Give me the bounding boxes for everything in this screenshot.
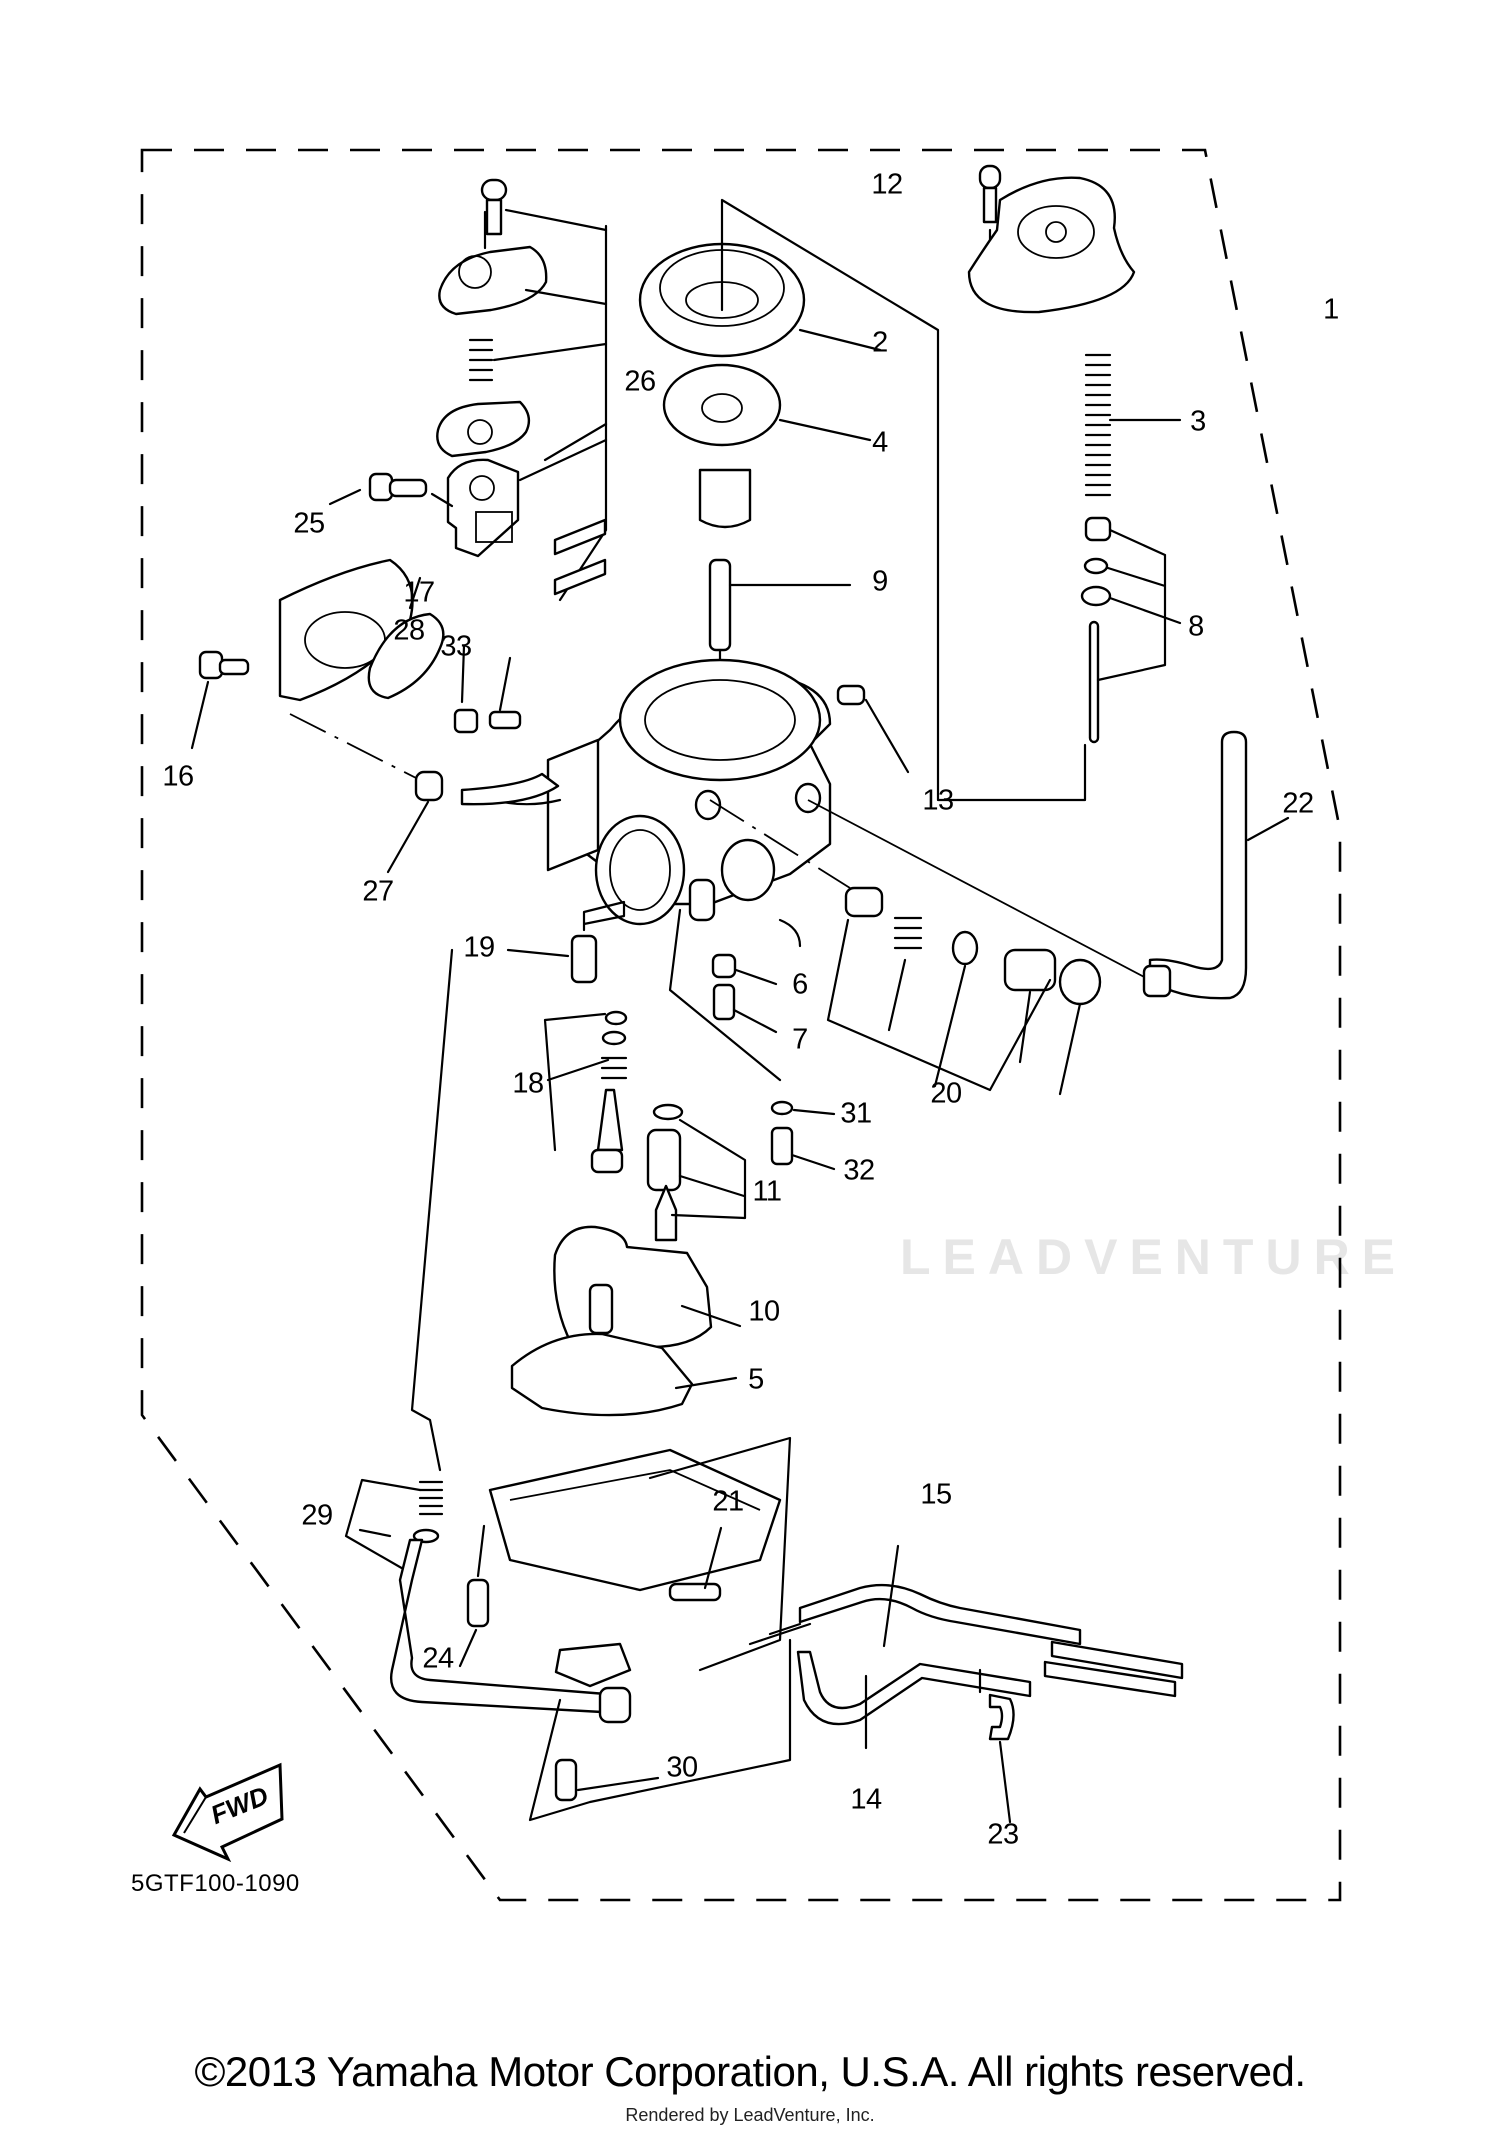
- callout-25[interactable]: 25: [293, 507, 325, 540]
- callout-20[interactable]: 20: [930, 1077, 962, 1110]
- callout-22[interactable]: 22: [1282, 787, 1314, 820]
- callout-28[interactable]: 28: [393, 614, 425, 647]
- drain-tube: [389, 1538, 632, 1724]
- callout-10[interactable]: 10: [748, 1295, 780, 1328]
- callout-18[interactable]: 18: [512, 1067, 544, 1100]
- callout-9[interactable]: 9: [872, 565, 888, 598]
- screw-33: [488, 710, 522, 730]
- washer-31: [770, 1100, 794, 1116]
- callout-15[interactable]: 15: [920, 1478, 952, 1511]
- clip-23: [988, 1693, 1015, 1741]
- jet-6: [711, 953, 737, 979]
- callout-12[interactable]: 12: [871, 168, 903, 201]
- callout-5[interactable]: 5: [748, 1363, 764, 1396]
- screw-32: [770, 1126, 794, 1166]
- callout-23[interactable]: 23: [987, 1818, 1019, 1851]
- callout-32[interactable]: 32: [843, 1154, 875, 1187]
- callout-21[interactable]: 21: [712, 1485, 744, 1518]
- callout-24[interactable]: 24: [422, 1642, 454, 1675]
- callout-3[interactable]: 3: [1190, 405, 1206, 438]
- callout-8[interactable]: 8: [1188, 610, 1204, 643]
- jet-19: [570, 934, 598, 984]
- hose-fitting: [460, 772, 560, 806]
- hose-15: [798, 1583, 1184, 1680]
- callout-26[interactable]: 26: [624, 365, 656, 398]
- bolt-24: [466, 1578, 490, 1628]
- callout-17[interactable]: 17: [403, 576, 435, 609]
- needle-group-8: [1080, 516, 1112, 744]
- screw-12: [978, 164, 1002, 224]
- callout-31[interactable]: 31: [840, 1097, 872, 1130]
- carburetor-body: [478, 658, 832, 948]
- gasket-5: [510, 1332, 694, 1417]
- callout-1[interactable]: 1: [1323, 293, 1339, 326]
- pilot-jet-group-18: [590, 1010, 628, 1174]
- callout-14[interactable]: 14: [850, 1783, 882, 1816]
- hose-14: [796, 1650, 1177, 1726]
- o-ring-17: [367, 612, 445, 700]
- callout-11[interactable]: 11: [752, 1175, 782, 1208]
- air-screw-group: [844, 886, 1102, 1006]
- callout-6[interactable]: 6: [792, 968, 808, 1001]
- bolt-25: [368, 472, 428, 502]
- assembly-boundary: [140, 148, 1342, 1902]
- callout-2[interactable]: 2: [872, 326, 888, 359]
- watermark: LEADVENTURE: [900, 1229, 1408, 1285]
- forward-arrow-icon: [171, 1762, 284, 1863]
- plate-26: [436, 400, 531, 458]
- screw-top-left: [480, 178, 508, 236]
- nut-27: [414, 770, 444, 802]
- piston-4: [662, 363, 782, 529]
- callout-29[interactable]: 29: [301, 1499, 333, 1532]
- needle-jet-9: [708, 558, 732, 652]
- cap-top-left: [438, 245, 548, 316]
- spring-29: [412, 1480, 444, 1544]
- screw-13: [836, 684, 866, 706]
- callout-19[interactable]: 19: [463, 931, 495, 964]
- bolt-30: [554, 1758, 578, 1802]
- callout-13[interactable]: 13: [922, 784, 954, 817]
- float-bowl: [488, 1448, 782, 1592]
- pin-28: [453, 708, 479, 734]
- spring-3: [1084, 353, 1112, 497]
- callout-7[interactable]: 7: [792, 1023, 808, 1056]
- callout-16[interactable]: 16: [162, 760, 194, 793]
- callout-30[interactable]: 30: [666, 1751, 698, 1784]
- rendered-by-notice: Rendered by LeadVenture, Inc.: [625, 2105, 875, 2125]
- callout-33[interactable]: 33: [440, 630, 472, 663]
- bolt-16: [198, 650, 250, 680]
- diagram-code: 5GTF100-1090: [131, 1870, 300, 1897]
- jet-7: [712, 983, 736, 1021]
- tube-22: [1142, 730, 1248, 1000]
- top-cover: [967, 176, 1136, 314]
- screw-21: [668, 1582, 722, 1602]
- callout-4[interactable]: 4: [872, 426, 888, 459]
- block-25: [446, 458, 520, 558]
- float-10: [553, 1225, 713, 1349]
- spring-small: [468, 338, 494, 382]
- needle-valve-group-11: [646, 1103, 684, 1242]
- copyright-notice: ©2013 Yamaha Motor Corporation, U.S.A. A…: [194, 2048, 1306, 2095]
- callout-27[interactable]: 27: [362, 875, 394, 908]
